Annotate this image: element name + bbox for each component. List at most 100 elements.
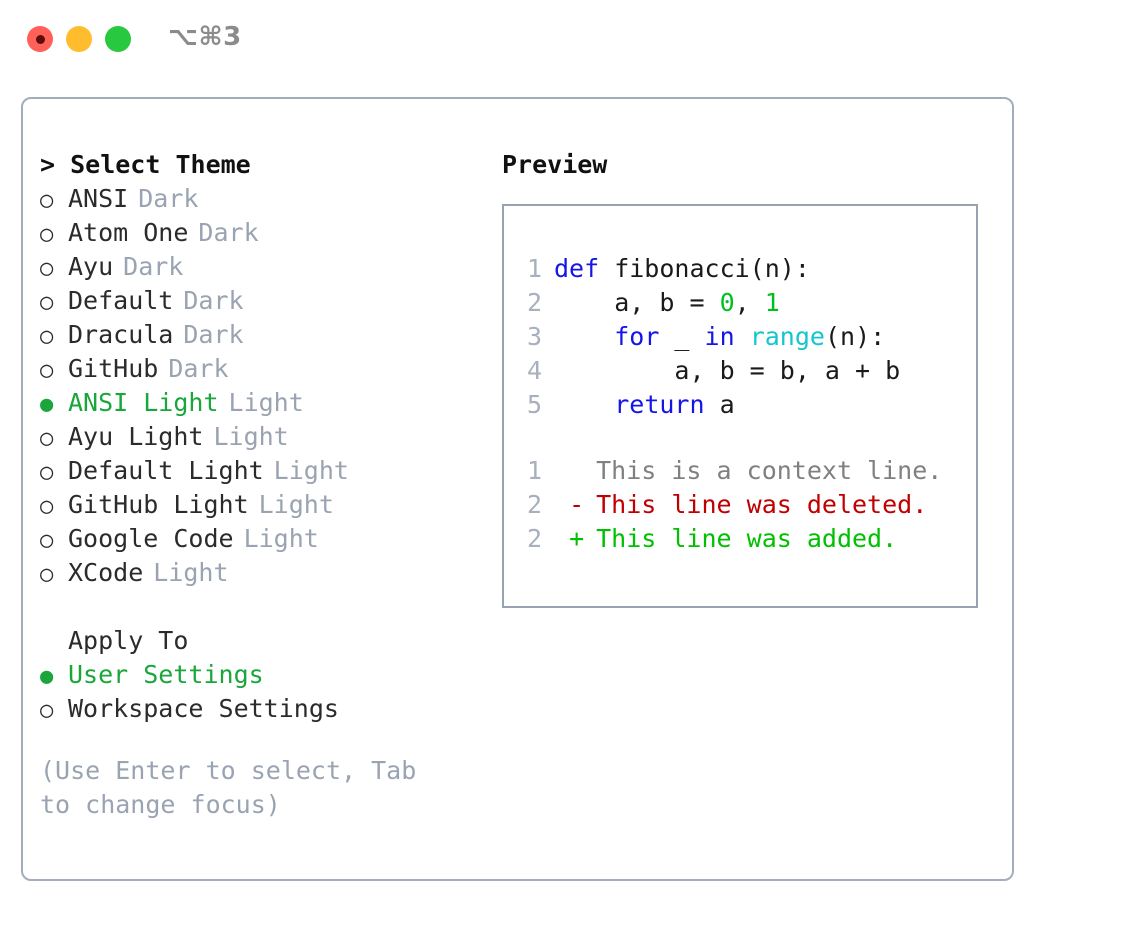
radio-unselected-icon: ○: [40, 358, 54, 383]
code-token: a: [704, 390, 735, 419]
code-token: for: [614, 322, 660, 351]
code-token: [554, 390, 614, 419]
line-number: 2: [526, 288, 542, 317]
theme-mode-badge: Dark: [168, 354, 229, 383]
theme-option-atom-one[interactable]: ○ Atom One Dark: [40, 216, 500, 250]
theme-mode-badge: Light: [213, 422, 289, 451]
diff-line-add: 2 + This line was added.: [516, 522, 942, 556]
radio-unselected-icon: ○: [40, 528, 54, 553]
code-token: def: [554, 254, 600, 283]
diff-gutter-pad: [554, 524, 569, 553]
theme-option-xcode[interactable]: ○ XCode Light: [40, 556, 500, 590]
radio-unselected-icon: ○: [40, 256, 54, 281]
code-token: range: [749, 322, 825, 351]
apply-to-list[interactable]: ● User Settings ○ Workspace Settings: [40, 658, 500, 726]
theme-option-default-light[interactable]: ○ Default Light Light: [40, 454, 500, 488]
diff-marker: [569, 454, 581, 488]
diff-space: [581, 490, 596, 519]
keyboard-shortcut-label: ⌥⌘3: [168, 22, 242, 52]
line-number: 1: [526, 254, 542, 283]
code-token: ,: [734, 288, 765, 317]
code-line: 3 for _ in range(n):: [516, 320, 900, 354]
select-theme-header: > Select Theme: [40, 150, 251, 179]
apply-to-option-label: User Settings: [68, 660, 264, 689]
diff-sample: 1 This is a context line.2 - This line w…: [516, 454, 942, 556]
apply-to-option-user-settings[interactable]: ● User Settings: [40, 658, 500, 692]
code-token: fibonacci(n):: [599, 254, 810, 283]
code-line: 4 a, b = b, a + b: [516, 354, 900, 388]
code-token: a, b =: [554, 288, 720, 317]
theme-mode-badge: Dark: [138, 184, 199, 213]
maximize-button[interactable]: [105, 26, 131, 52]
theme-option-dracula[interactable]: ○ Dracula Dark: [40, 318, 500, 352]
diff-marker: +: [569, 524, 585, 553]
diff-gutter-pad: [554, 456, 569, 485]
code-token: _: [659, 322, 705, 351]
theme-mode-badge: Light: [228, 388, 304, 417]
code-token: 1: [764, 288, 780, 317]
radio-unselected-icon: ○: [40, 698, 54, 723]
close-button[interactable]: [27, 26, 53, 52]
line-number: 4: [526, 356, 542, 385]
theme-mode-badge: Dark: [183, 286, 244, 315]
radio-unselected-icon: ○: [40, 222, 54, 247]
minimize-button[interactable]: [66, 26, 92, 52]
window-controls: [27, 26, 131, 52]
radio-unselected-icon: ○: [40, 426, 54, 451]
radio-unselected-icon: ○: [40, 324, 54, 349]
theme-option-label: GitHub Light: [68, 490, 249, 519]
apply-to-title: Apply To: [68, 626, 189, 655]
code-line: 1 def fibonacci(n):: [516, 252, 900, 286]
apply-to-option-workspace-settings[interactable]: ○ Workspace Settings: [40, 692, 500, 726]
theme-option-label: Dracula: [68, 320, 174, 349]
theme-option-label: XCode: [68, 558, 144, 587]
theme-mode-badge: Dark: [198, 218, 259, 247]
theme-mode-badge: Light: [258, 490, 334, 519]
theme-mode-badge: Dark: [183, 320, 244, 349]
apply-to-option-label: Workspace Settings: [68, 694, 339, 723]
diff-space: [581, 524, 596, 553]
diff-line-del: 2 - This line was deleted.: [516, 488, 942, 522]
theme-option-github[interactable]: ○ GitHub Dark: [40, 352, 500, 386]
diff-gutter-pad: [554, 490, 569, 519]
radio-unselected-icon: ○: [40, 494, 54, 519]
theme-option-label: Default Light: [68, 456, 264, 485]
code-token: in: [704, 322, 735, 351]
theme-mode-badge: Light: [273, 456, 349, 485]
theme-option-label: Atom One: [68, 218, 189, 247]
theme-option-ayu-light[interactable]: ○ Ayu Light Light: [40, 420, 500, 454]
keyboard-hint: (Use Enter to select, Tab to change focu…: [40, 756, 417, 819]
theme-option-label: Ayu Light: [68, 422, 204, 451]
diff-text: This line was deleted.: [596, 490, 928, 519]
code-line: 5 return a: [516, 388, 900, 422]
diff-space: [581, 456, 596, 485]
theme-option-label: Ayu: [68, 252, 114, 281]
radio-unselected-icon: ○: [40, 460, 54, 485]
theme-mode-badge: Light: [153, 558, 229, 587]
theme-mode-badge: Dark: [123, 252, 184, 281]
code-token: [735, 322, 750, 351]
line-number: 5: [526, 390, 542, 419]
diff-marker: -: [569, 490, 585, 519]
diff-line-ctx: 1 This is a context line.: [516, 454, 942, 488]
radio-unselected-icon: ○: [40, 290, 54, 315]
radio-selected-icon: ●: [40, 664, 54, 689]
title-bar: ⌥⌘3: [0, 0, 1140, 78]
theme-mode-badge: Light: [243, 524, 319, 553]
radio-unselected-icon: ○: [40, 562, 54, 587]
theme-option-github-light[interactable]: ○ GitHub Light Light: [40, 488, 500, 522]
theme-option-ayu[interactable]: ○ Ayu Dark: [40, 250, 500, 284]
preview-title: Preview: [502, 150, 608, 179]
line-number: 2: [526, 490, 542, 519]
code-token: return: [614, 390, 705, 419]
theme-option-label: GitHub: [68, 354, 159, 383]
